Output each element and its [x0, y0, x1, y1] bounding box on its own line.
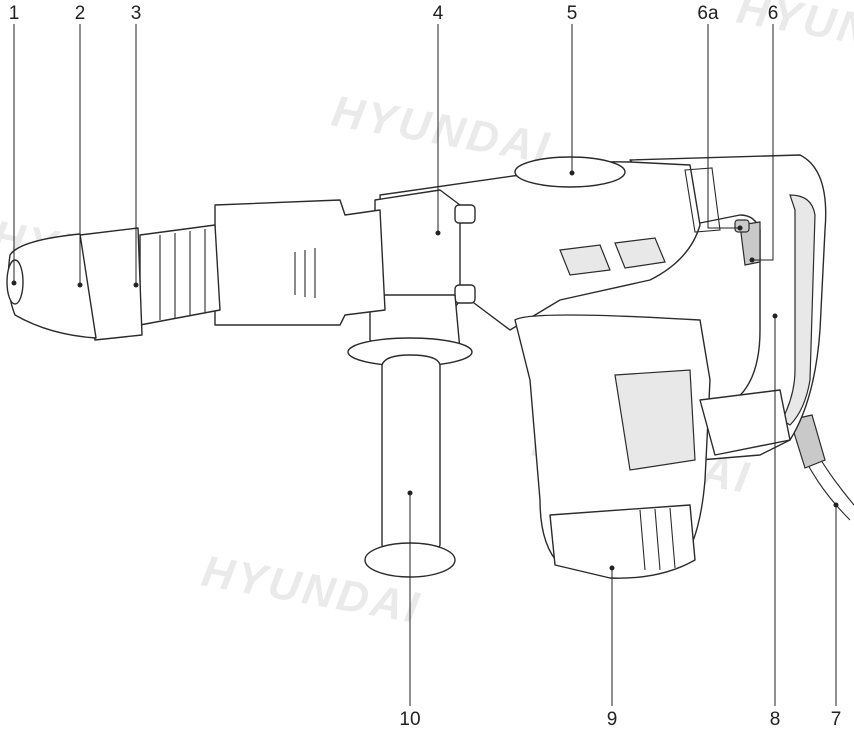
callout-9: 9: [607, 709, 618, 730]
leader-dot-2: [77, 282, 83, 288]
leader-dot-6a: [737, 225, 743, 231]
leader-6: [752, 24, 774, 261]
callout-4: 4: [433, 3, 444, 24]
tool-illustration: [6, 154, 854, 579]
callout-1: 1: [9, 3, 20, 24]
leader-dot-8: [772, 313, 778, 319]
housing-vent-left: [559, 244, 611, 276]
side-handle-grip: [381, 354, 441, 556]
callout-2: 2: [75, 3, 86, 24]
leader-dot-3: [133, 282, 139, 288]
ratchet-ring: [139, 224, 221, 326]
callout-6: 6: [768, 3, 779, 24]
leader-dot-10: [407, 490, 413, 496]
end-cap-ribs: [639, 507, 676, 571]
leader-6a: [707, 24, 740, 229]
housing-band: [684, 167, 721, 233]
trigger-switch: [739, 221, 761, 266]
callout-3: 3: [131, 3, 142, 24]
collar-bolt-lower: [454, 284, 476, 304]
watermark-corner: HYUNDAI: [733, 0, 854, 70]
leader-dot-5: [569, 170, 575, 176]
callout-6a: 6a: [697, 3, 719, 24]
cord-sleeve: [789, 414, 826, 469]
callout-5: 5: [567, 3, 578, 24]
motor-side-panel: [614, 369, 696, 471]
leader-dot-9: [609, 565, 615, 571]
watermark-top: HYUNDAI: [328, 87, 555, 174]
callout-7: 7: [831, 709, 842, 730]
callout-10: 10: [399, 709, 420, 730]
leader-dot-1: [11, 280, 17, 286]
housing-vent-right: [614, 237, 666, 269]
leader-dot-4: [435, 230, 441, 236]
callout-8: 8: [770, 709, 781, 730]
collar-bolt-upper: [454, 204, 476, 224]
lock-button: [734, 219, 750, 233]
callout-labels: 1 2 3 4 5 6a 6 10 9 8 7: [9, 3, 842, 730]
leader-lines: [11, 24, 839, 706]
leader-dot-7: [833, 502, 839, 508]
motor-connector: [699, 389, 791, 456]
handle-grip-pad: [781, 194, 816, 426]
barrel-housing: [214, 199, 386, 326]
ratchet-teeth: [159, 229, 206, 320]
leader-dot-6: [749, 257, 755, 263]
barrel-slots: [294, 248, 316, 298]
